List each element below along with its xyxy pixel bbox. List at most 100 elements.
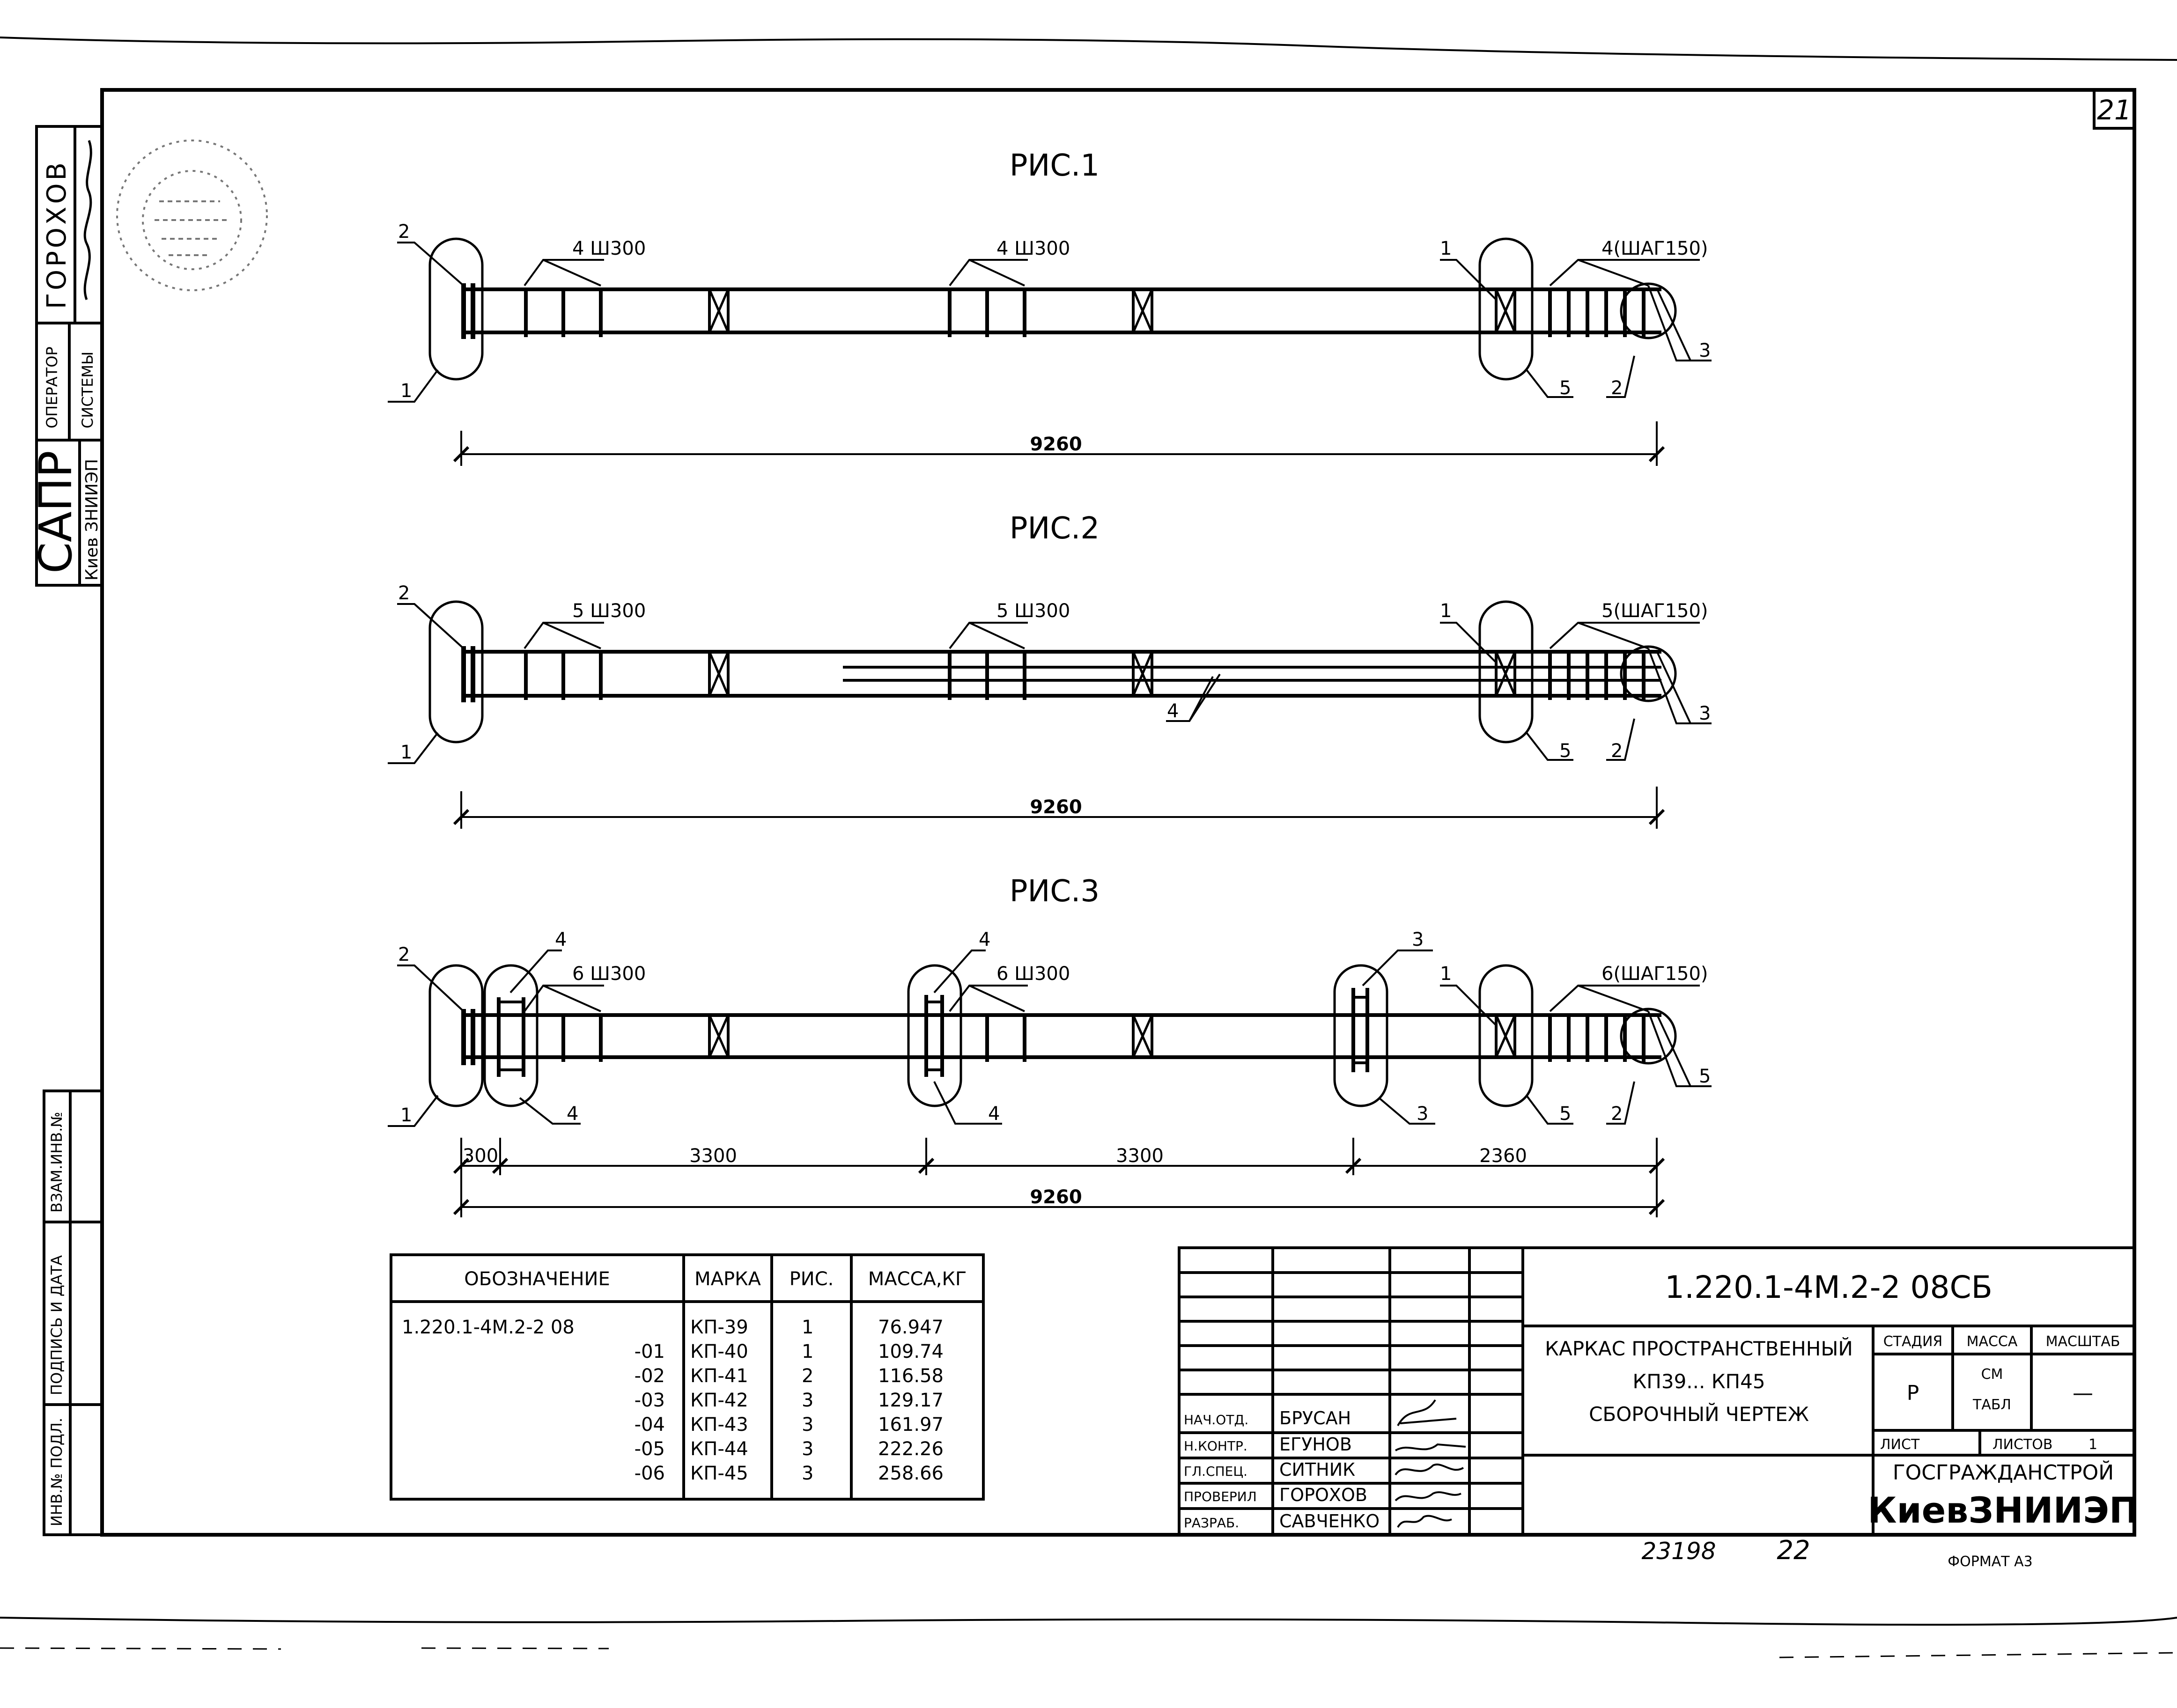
figure-1: РИС.1 <box>388 148 1712 466</box>
title-block-grid <box>1178 1246 2136 1536</box>
spec-row-3-mass: 116.58 <box>878 1365 944 1387</box>
left-margin-fields <box>43 1090 103 1536</box>
sig-name-1: БРУСАН <box>1279 1408 1351 1428</box>
sig-name-3: СИТНИК <box>1279 1459 1355 1480</box>
figure-2-labels: 2 1 5 Ш300 5 Ш300 1 5(ШАГ150) 3 5 2 4 92… <box>398 582 1711 818</box>
field-podpis: ПОДПИСЬ И ДАТА <box>48 1255 66 1395</box>
fig3-segment-1: 300 <box>463 1145 498 1167</box>
title-line-2: КП39... КП45 <box>1632 1370 1765 1393</box>
side-stamp <box>35 125 103 587</box>
spec-table-text: ОБОЗНАЧЕНИЕ МАРКА РИС. МАССА,КГ 1.220.1-… <box>402 1268 967 1484</box>
fig1-label-bottom-right: 2 <box>1611 377 1623 399</box>
spec-row-7-mass: 258.66 <box>878 1463 944 1484</box>
spec-row-5-fig: 3 <box>802 1414 813 1436</box>
fig2-label-right-group: 5(ШАГ150) <box>1601 600 1708 622</box>
figure-3-title: РИС.3 <box>1010 874 1100 909</box>
spec-row-4-mark: КП-42 <box>690 1390 748 1411</box>
spec-row-7-designation: -06 <box>635 1463 665 1484</box>
fig3-label-left-top: 2 <box>398 944 410 965</box>
spec-row-6-fig: 3 <box>802 1438 813 1460</box>
spec-row-6-designation: -05 <box>635 1438 665 1460</box>
page-number-box: 21 <box>2093 88 2136 130</box>
spec-header-fig: РИС. <box>790 1268 834 1290</box>
title-line-1: КАРКАС ПРОСТРАНСТВЕННЫЙ <box>1545 1337 1853 1360</box>
spec-header-mark: МАРКА <box>694 1268 761 1290</box>
spec-header-designation: ОБОЗНАЧЕНИЕ <box>464 1268 610 1290</box>
fig2-label-left-top: 2 <box>398 582 410 604</box>
spec-table <box>390 1253 985 1501</box>
spec-row-7-fig: 3 <box>802 1463 813 1484</box>
figure-1-labels: 2 1 4 Ш300 4 Ш300 1 4(ШАГ150) 3 5 2 9260 <box>398 221 1711 455</box>
spec-row-3-designation: -02 <box>635 1365 665 1387</box>
spec-row-1-designation: 1.220.1-4М.2-2 08 <box>402 1317 575 1338</box>
stamp-role-line1: ОПЕРАТОР <box>43 346 61 428</box>
stamp-name: ГОРОХОВ <box>42 160 72 309</box>
fig1-label-circle: 3 <box>1699 340 1711 361</box>
spec-row-4-fig: 3 <box>802 1390 813 1411</box>
figure-2: РИС.2 <box>388 511 1712 829</box>
spec-row-6-mass: 222.26 <box>878 1438 944 1460</box>
sig-role-4: ПРОВЕРИЛ <box>1184 1489 1257 1504</box>
bottom-number-2: 22 <box>1777 1535 1810 1566</box>
title-line-3: СБОРОЧНЫЙ ЧЕРТЕЖ <box>1589 1402 1809 1426</box>
stamp-signature <box>83 140 92 300</box>
field-inv-podl: ИНВ.№ ПОДЛ. <box>48 1418 66 1526</box>
sheet-label: ЛИСТ <box>1880 1436 1920 1453</box>
signature-scribbles <box>1395 1399 1466 1528</box>
org-line-1: ГОСГРАЖДАНСТРОЙ <box>1893 1460 2114 1485</box>
fig3-label-el1-top: 4 <box>555 929 567 950</box>
spec-row-5-mass: 161.97 <box>878 1414 944 1436</box>
fig1-label-right-group: 4(ШАГ150) <box>1601 238 1708 259</box>
spec-row-1-mass: 76.947 <box>878 1317 944 1338</box>
fig3-label-el3-top: 3 <box>1412 929 1424 950</box>
fig1-label-left-top: 2 <box>398 221 410 243</box>
spec-row-3-fig: 2 <box>802 1365 813 1387</box>
fig3-label-el2-bottom: 4 <box>988 1103 1000 1125</box>
sig-role-3: ГЛ.СПЕЦ. <box>1184 1464 1247 1479</box>
figure-3: РИС.3 <box>388 874 1712 1217</box>
stage-header: СТАДИЯ <box>1883 1333 1943 1350</box>
sig-role-5: РАЗРАБ. <box>1184 1515 1239 1531</box>
spec-row-2-fig: 1 <box>802 1341 813 1362</box>
spec-row-2-mark: КП-40 <box>690 1341 748 1362</box>
stamp-role-line2: СИСТЕМЫ <box>79 352 96 428</box>
fig2-label-bottom-right: 2 <box>1611 740 1623 762</box>
fig2-label-right-pos: 1 <box>1440 600 1452 622</box>
fig3-label-bottom-right: 2 <box>1611 1103 1623 1125</box>
fig3-label-right-group: 6(ШАГ150) <box>1601 963 1708 985</box>
fig2-label-ellipse-bottom: 5 <box>1559 740 1571 762</box>
title-block-text: 1.220.1-4М.2-2 08СБ КАРКАС ПРОСТРАНСТВЕН… <box>1184 1269 2139 1531</box>
fig3-label-el2-top: 4 <box>979 929 990 950</box>
spec-row-5-designation: -04 <box>635 1414 665 1436</box>
sig-role-2: Н.КОНТР. <box>1184 1438 1247 1454</box>
fig3-dimension: 9260 <box>1030 1186 1082 1208</box>
sheets-value: 1 <box>2088 1436 2097 1453</box>
field-zam-inv: ВЗАМ.ИНВ.№ <box>48 1112 66 1213</box>
mass-value-2: ТАБЛ <box>1972 1397 2011 1413</box>
fig3-segment-4: 2360 <box>1479 1145 1527 1167</box>
sig-name-5: САВЧЕНКО <box>1279 1511 1380 1531</box>
mass-header: МАССА <box>1967 1333 2018 1350</box>
mass-value-1: СМ <box>1981 1366 2003 1383</box>
spec-header-mass: МАССА,КГ <box>868 1268 967 1290</box>
round-seal <box>116 140 268 291</box>
fig3-label-group1: 6 Ш300 <box>572 963 646 985</box>
spec-row-4-mass: 129.17 <box>878 1390 944 1411</box>
fig2-label-circle: 3 <box>1699 703 1711 724</box>
sheet-frame <box>100 88 2136 1537</box>
format-label: ФОРМАТ А3 <box>1948 1553 2032 1570</box>
sig-name-2: ЕГУНОВ <box>1279 1434 1352 1455</box>
sig-name-4: ГОРОХОВ <box>1279 1485 1367 1505</box>
scan-edges <box>0 37 2177 1658</box>
figure-1-title: РИС.1 <box>1010 148 1100 183</box>
fig3-label-group2: 6 Ш300 <box>996 963 1070 985</box>
fig3-label-right-pos: 1 <box>1440 963 1452 985</box>
spec-row-1-fig: 1 <box>802 1317 813 1338</box>
stage-value: Р <box>1907 1381 1919 1405</box>
page-number: 21 <box>2097 94 2132 126</box>
fig3-segment-3: 3300 <box>1116 1145 1164 1167</box>
fig3-segment-2: 3300 <box>689 1145 737 1167</box>
sheets-label: ЛИСТОВ <box>1993 1436 2052 1453</box>
spec-row-7-mark: КП-45 <box>690 1463 748 1484</box>
